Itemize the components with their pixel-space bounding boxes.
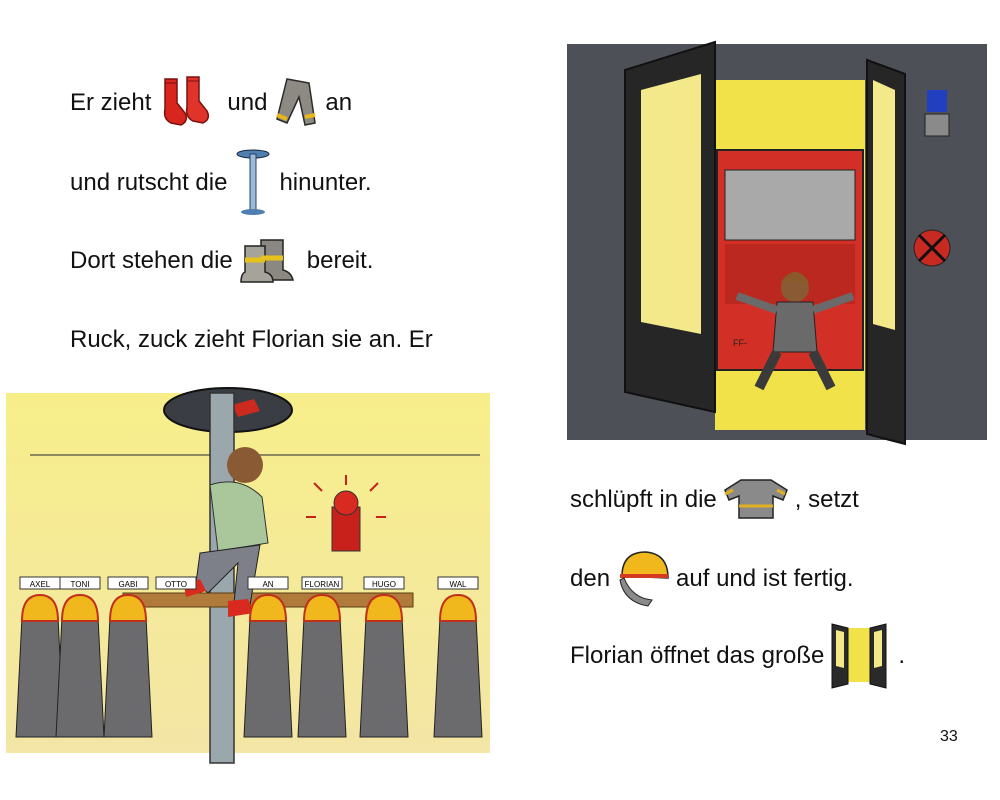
- text-line-3: Dort stehen die bereit.: [70, 236, 373, 286]
- hook-label: FLORIAN: [305, 580, 340, 589]
- line2-before: und rutscht die: [70, 169, 228, 196]
- hanging-jacket: [243, 616, 293, 738]
- hook-label-box: [301, 576, 343, 590]
- hanging-jacket: [433, 616, 483, 738]
- line5-after: , setzt: [794, 486, 859, 513]
- fire-boots-icon: [240, 239, 294, 283]
- hanging-helmet: [438, 593, 478, 622]
- line7-after: .: [898, 642, 906, 669]
- hook-label: TONI: [71, 580, 90, 589]
- hanging-jacket: [55, 616, 105, 738]
- hanging-helmet: [60, 593, 100, 622]
- hook-label: OTTO: [165, 580, 187, 589]
- truck-plate: FF-: [733, 338, 747, 348]
- text-line-5: schlüpft in die , setzt: [570, 476, 859, 524]
- hook-label: WAL: [449, 580, 467, 589]
- no-parking-sign: [913, 229, 951, 267]
- hook-label-box: [155, 576, 197, 590]
- text-line-6: den auf und ist fertig.: [570, 548, 853, 610]
- hook-label: AN: [262, 580, 273, 589]
- line2-after: hinunter.: [279, 169, 372, 196]
- hanging-helmet: [302, 593, 342, 622]
- helmet-hooks-row: AXEL TONI GABI OTTO AN FLORIAN HUGO WAL: [15, 576, 483, 738]
- hook-label-box: [247, 576, 289, 590]
- line3-after: bereit.: [306, 247, 374, 274]
- boy-sliding: [184, 447, 269, 617]
- hook-label-box: [59, 576, 101, 590]
- hanging-helmet: [20, 593, 60, 622]
- red-socks-icon: [164, 76, 210, 126]
- line6-before: den: [570, 565, 611, 592]
- line7-before: Florian öffnet das große: [570, 642, 825, 669]
- hanging-jacket: [297, 616, 347, 738]
- text-line-7: Florian öffnet das große .: [570, 618, 905, 694]
- hanging-helmet: [108, 593, 148, 622]
- firefighter-florian: [735, 272, 855, 391]
- hanging-helmet: [248, 593, 288, 622]
- line1-before: Er zieht: [70, 89, 152, 116]
- double-door-icon: [831, 623, 887, 689]
- line1-after: an: [325, 89, 353, 116]
- locker-room-illustration: AXEL TONI GABI OTTO AN FLORIAN HUGO WAL: [6, 387, 490, 764]
- hanging-jacket: [103, 616, 153, 738]
- text-line-1: Er zieht und an: [70, 76, 353, 128]
- fire-jacket-icon: [723, 479, 788, 519]
- hook-label: HUGO: [372, 580, 396, 589]
- fire-pole-icon: [236, 149, 270, 215]
- fire-station-illustration: FF-: [567, 40, 987, 446]
- line5-before: schlüpft in die: [570, 486, 717, 513]
- hanging-helmet: [364, 593, 404, 622]
- hook-label-box: [107, 576, 149, 590]
- text-line-2: und rutscht die hinunter.: [70, 148, 372, 218]
- gray-trousers-icon: [276, 78, 317, 126]
- hook-label-box: [363, 576, 405, 590]
- line1-mid: und: [227, 89, 268, 116]
- text-line-4: Ruck, zuck zieht Florian sie an. Er: [70, 322, 433, 358]
- line6-after: auf und ist fertig.: [676, 565, 854, 592]
- alarm-light: [306, 475, 386, 552]
- hook-label: AXEL: [30, 580, 51, 589]
- hook-label: GABI: [118, 580, 137, 589]
- hanging-jacket: [359, 616, 409, 738]
- line4-text: Ruck, zuck zieht Florian sie an. Er: [70, 326, 433, 353]
- line3-before: Dort stehen die: [70, 247, 233, 274]
- hook-label-box: [437, 576, 479, 590]
- page-number: 33: [940, 728, 958, 745]
- blue-alarm-light: [924, 90, 950, 137]
- helmet-icon: [619, 551, 669, 607]
